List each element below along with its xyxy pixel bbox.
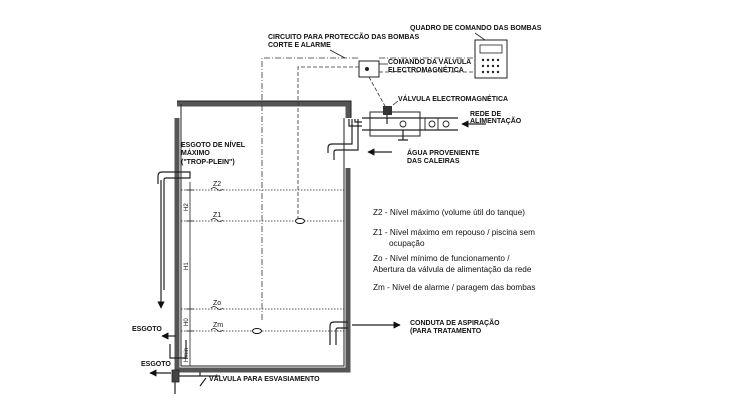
solenoid-valve-body: [383, 106, 392, 115]
bottom-drain: ESGOTO VÁLVULA PARA ESVASIAMENTO: [141, 361, 320, 394]
supply-fitting-1: [399, 120, 407, 128]
supply-network: VÁLVULA ELECTROMAGNÉTICA REDE DE ALIMENT…: [348, 94, 522, 141]
valve-command-label-2: ELECTROMAGNÉTICA: [388, 65, 464, 74]
emptying-valve-label: VÁLVULA PARA ESVASIAMENTO: [209, 374, 320, 383]
legend-z2: Z2 - Nível máximo (volume útil do tanque…: [373, 208, 525, 217]
protection-circuit-label-2: CORTE E ALARME: [268, 42, 331, 49]
supply-fitting-2: [428, 120, 436, 128]
float-sensor-zo: [295, 218, 305, 224]
gutter-inlet-label-1: ÁGUA PROVENIENTE: [407, 148, 480, 157]
tank-roof: [177, 101, 351, 118]
level-zm-label: Zm: [213, 322, 223, 329]
valve-sensor-line: [297, 66, 359, 220]
supply-pipe-vertical: [348, 119, 362, 127]
level-z2-label: Z2: [213, 181, 221, 188]
dimensions: H2 H1 H0 Hmin: [184, 182, 194, 367]
bottom-drain-connection: [179, 372, 220, 377]
emptying-valve-leader: [199, 377, 207, 387]
supply-pipe-bypass: [369, 111, 421, 137]
valve-command-indicator: [365, 67, 369, 71]
valve-command-label-1: COMANDO DA VÁLVULA: [388, 57, 471, 66]
legend-zo-line2: Abertura da válvula de alimentação da re…: [373, 265, 532, 274]
level-z1-label: Z1: [213, 212, 221, 219]
control-panel-leader: [474, 32, 486, 41]
pump-control-panel: QUADRO DE COMANDO DAS BOMBAS: [410, 25, 542, 79]
signal-wiring: CIRCUITO PARA PROTECCÃO DAS BOMBAS CORTE…: [261, 32, 475, 320]
legend-z1-line2: ocupação: [389, 239, 425, 248]
legend-zm: Zm - Nível de alarme / paragem das bomba…: [373, 283, 535, 292]
supply-pipe-main: [362, 117, 458, 131]
tank-wall: [174, 118, 351, 373]
control-panel-buttons: [481, 58, 500, 74]
dimension-hmin: Hmin: [184, 348, 190, 362]
level-zm-wave: [210, 328, 224, 332]
legend-zo-line1: Zo - Nível mínimo de funcionamento /: [373, 254, 510, 263]
bottom-drain-label: ESGOTO: [141, 361, 171, 368]
gutter-inlet: ÁGUA PROVENIENTE DAS CALEIRAS: [327, 119, 480, 165]
supply-network-label-1: REDE DE: [470, 111, 501, 118]
dimension-h0: H0: [184, 318, 190, 326]
emptying-valve-body: [171, 369, 180, 383]
suction-pipe-bottom: [335, 327, 348, 345]
supply-network-label-2: ALIMENTAÇÃO: [470, 116, 522, 125]
left-drain: ESGOTO: [132, 326, 187, 359]
valve-command-line: [368, 76, 386, 107]
supply-gate-valve: [424, 117, 439, 131]
left-drain-label: ESGOTO: [132, 326, 162, 333]
dimension-h2: H2: [184, 203, 190, 211]
dimension-h1: H1: [184, 262, 190, 270]
legend-z1-line1: Z1 - Nível máximo em repouso / piscina s…: [373, 228, 535, 237]
suction-label-2: (PARA TRATAMENTO: [410, 328, 482, 335]
level-zo-wave: [210, 306, 224, 310]
supply-fitting-3: [442, 120, 450, 128]
control-panel-label: QUADRO DE COMANDO DAS BOMBAS: [410, 25, 542, 32]
control-panel-display: [479, 44, 503, 54]
level-z2-wave: [210, 187, 224, 191]
overflow-label-2: MÁXIMO: [181, 148, 210, 157]
supply-pipe-drop: [398, 130, 408, 141]
protection-circuit-leader: [329, 49, 346, 59]
tank: [174, 100, 352, 373]
legend: Z2 - Nível máximo (volume útil do tanque…: [373, 208, 535, 292]
suction-label-1: CONDUTA DE ASPIRAÇÃO: [410, 318, 500, 327]
overflow-pipe: ESGOTO DE NÍVEL MÁXIMO ("TROP-PLEIN"): [157, 140, 246, 309]
suction-conduit: CONDUTA DE ASPIRAÇÃO (PARA TRATAMENTO: [329, 318, 500, 345]
float-sensors: [252, 218, 305, 334]
protection-circuit-line: [261, 57, 475, 320]
gutter-inlet-pipe: [327, 119, 359, 160]
suction-pipe-top: [329, 321, 348, 345]
gutter-inlet-label-2: DAS CALEIRAS: [407, 158, 460, 165]
solenoid-valve-label: VÁLVULA ELECTROMAGNÉTICA: [398, 94, 508, 103]
overflow-label-3: ("TROP-PLEIN"): [181, 159, 235, 166]
tank-inner-wall: [177, 100, 352, 367]
protection-circuit-label-1: CIRCUITO PARA PROTECCÃO DAS BOMBAS: [268, 32, 419, 41]
level-z1-wave: [210, 218, 224, 222]
overflow-pipe-body: [157, 171, 191, 290]
valve-command: COMANDO DA VÁLVULA ELECTROMAGNÉTICA: [358, 57, 471, 107]
water-levels: Z2 Z1 Zo Zm: [181, 181, 344, 332]
level-zo-label: Zo: [213, 300, 221, 307]
float-sensor-zm: [252, 328, 262, 334]
solenoid-leader: [392, 100, 399, 106]
overflow-label-1: ESGOTO DE NÍVEL: [181, 140, 246, 149]
left-drain-pipe: [169, 340, 187, 359]
